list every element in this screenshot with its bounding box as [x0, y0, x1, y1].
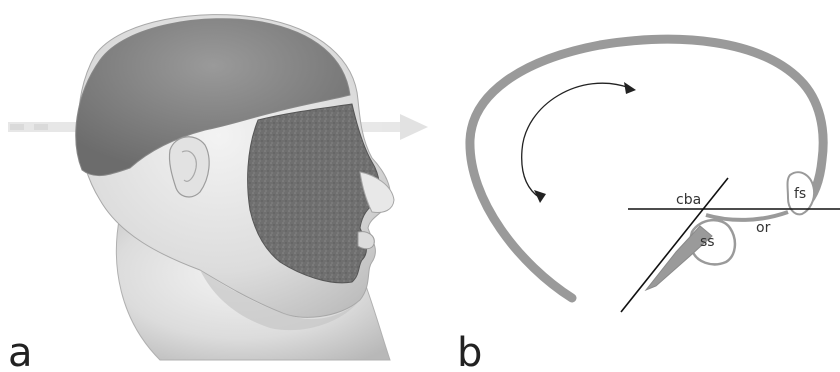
label-fs: fs: [794, 186, 806, 202]
ear: [169, 137, 209, 197]
label-or: or: [756, 220, 771, 236]
panel-b-skull-schematic: cba fs ss or b: [457, 39, 840, 372]
label-ss: ss: [700, 234, 715, 250]
panel-letter-b: b: [457, 330, 482, 372]
lips: [358, 232, 374, 249]
rotation-arrow: [522, 82, 636, 203]
orbital-roof: [706, 212, 788, 220]
label-cba: cba: [676, 192, 701, 208]
panel-a-head-render: a: [8, 15, 428, 372]
panel-letter-a: a: [8, 330, 33, 372]
